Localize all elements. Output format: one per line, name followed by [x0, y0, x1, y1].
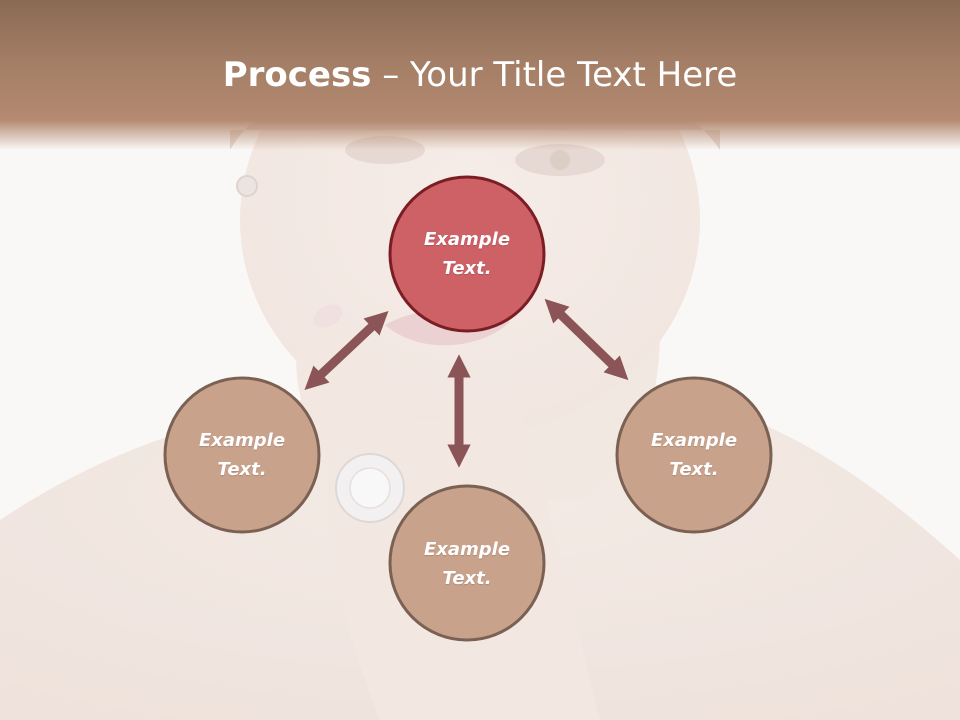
node-bottom-line2: Text.: [442, 568, 492, 589]
node-right-circle[interactable]: [615, 376, 773, 534]
node-left-line1: Example: [198, 430, 286, 451]
arrow-top-left: [304, 310, 389, 391]
node-bottom-line1: Example: [423, 539, 511, 560]
node-left-circle[interactable]: [163, 376, 321, 534]
slide-title[interactable]: Process – Your Title Text Here: [0, 52, 960, 98]
node-top-circle[interactable]: [388, 175, 546, 333]
node-top-line2: Text.: [442, 258, 492, 279]
node-bottom-circle[interactable]: [388, 484, 546, 642]
node-left-line2: Text.: [217, 459, 267, 480]
header-band: [0, 0, 960, 150]
node-bottom-label: Example Text.: [392, 535, 542, 593]
node-right-label: Example Text.: [619, 426, 769, 484]
node-left-label: Example Text.: [167, 426, 317, 484]
title-bold: Process: [222, 55, 372, 95]
arrow-top-right: [544, 298, 629, 381]
node-right-line1: Example: [650, 430, 738, 451]
node-top-label: Example Text.: [392, 225, 542, 283]
title-rest: – Your Title Text Here: [371, 55, 738, 95]
node-top-line1: Example: [423, 229, 511, 250]
node-right-line2: Text.: [669, 459, 719, 480]
